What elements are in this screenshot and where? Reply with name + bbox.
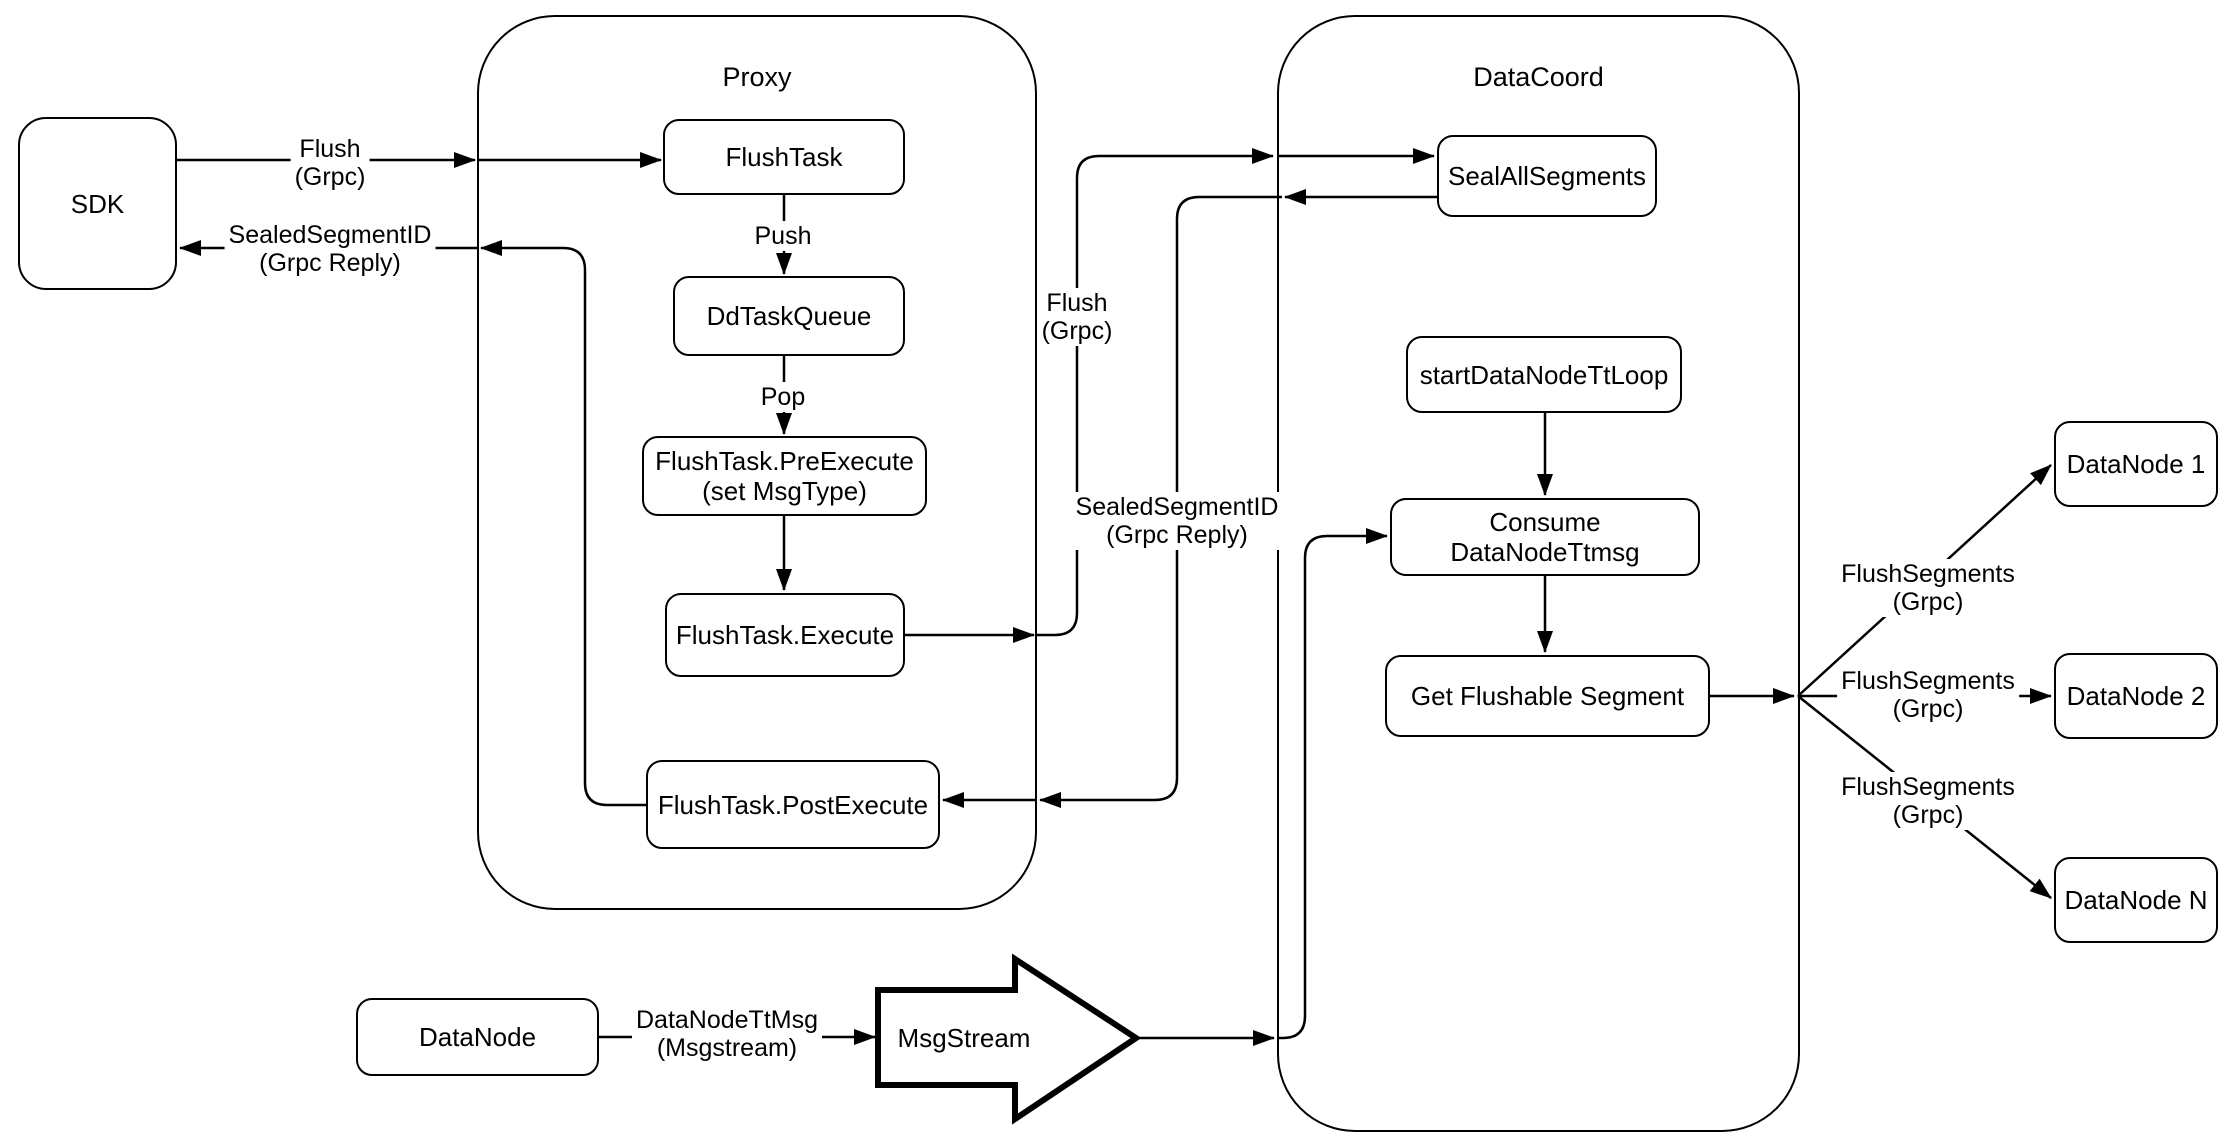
node-datanode-1: DataNode 1 (2054, 421, 2218, 507)
node-datanode-n: DataNode N (2054, 857, 2218, 943)
node-postexecute-label: FlushTask.PostExecute (657, 789, 929, 820)
label-flushsegments-1-line2: (Grpc) (1892, 588, 1964, 616)
label-push-text: Push (754, 222, 812, 250)
label-sealedsegmentid-sdk: SealedSegmentID (Grpc Reply) (224, 220, 436, 278)
label-flushsegments-2: FlushSegments (Grpc) (1837, 666, 2019, 724)
label-datanodettmsg: DataNodeTtMsg (Msgstream) (631, 1005, 823, 1063)
node-flushtask-label: FlushTask (725, 142, 843, 172)
label-flush-grpc-sdk-line2: (Grpc) (294, 163, 366, 191)
node-execute: FlushTask.Execute (665, 593, 905, 677)
node-preexecute-label-line2: (set MsgType) (702, 476, 867, 506)
node-ddtaskqueue-label: DdTaskQueue (706, 301, 872, 331)
label-push: Push (750, 221, 816, 251)
label-flush-grpc-sdk: Flush (Grpc) (290, 134, 370, 192)
label-flush-grpc-mid-line1: Flush (1046, 289, 1108, 317)
node-datanode: DataNode (356, 998, 599, 1076)
label-pop-text: Pop (760, 383, 806, 411)
label-datanodettmsg-line2: (Msgstream) (656, 1034, 798, 1062)
node-datanode-n-label: DataNode N (2064, 885, 2208, 915)
node-datanode-2-label: DataNode 2 (2066, 681, 2206, 711)
node-startdatanodettloop-label: startDataNodeTtLoop (1419, 359, 1669, 390)
proxy-container-title: Proxy (722, 62, 792, 92)
label-flushsegments-3-line2: (Grpc) (1892, 801, 1964, 829)
label-flush-grpc-mid: Flush (Grpc) (1037, 288, 1117, 346)
label-flushsegments-2-line2: (Grpc) (1892, 695, 1964, 723)
node-sdk-label: SDK (70, 188, 125, 219)
node-datanode-2: DataNode 2 (2054, 653, 2218, 739)
node-sdk: SDK (18, 117, 177, 290)
edge-msgstream-up-line (1277, 528, 1388, 1040)
node-startdatanodettloop: startDataNodeTtLoop (1406, 336, 1682, 413)
label-sealedsegmentid-mid: SealedSegmentID (Grpc Reply) (1071, 492, 1283, 550)
label-datanodettmsg-line1: DataNodeTtMsg (635, 1006, 819, 1034)
edge-postexecute-to-proxy-edge (480, 240, 646, 807)
label-flushsegments-1: FlushSegments (Grpc) (1837, 559, 2019, 617)
node-consumedatanodettmsg-label: Consume DataNodeTtmsg (1450, 507, 1640, 567)
node-flushtask: FlushTask (663, 119, 905, 195)
label-sealedsegmentid-mid-line2: (Grpc Reply) (1106, 521, 1248, 549)
label-sealedsegmentid-mid-line1: SealedSegmentID (1075, 493, 1279, 521)
label-pop: Pop (756, 382, 810, 412)
node-ddtaskqueue: DdTaskQueue (673, 276, 905, 356)
node-preexecute-label-line1: FlushTask.PreExecute (655, 446, 914, 476)
label-flushsegments-2-line1: FlushSegments (1841, 667, 2015, 695)
node-sealallsegments: SealAllSegments (1437, 135, 1657, 217)
node-getflushablesegment-label: Get Flushable Segment (1410, 681, 1685, 711)
node-datanode-1-label: DataNode 1 (2066, 449, 2206, 479)
node-msgstream-label-box: MsgStream (884, 995, 1044, 1081)
node-msgstream-label: MsgStream (897, 1022, 1031, 1053)
edge-flush-up-line (1037, 148, 1274, 637)
label-flushsegments-3-line1: FlushSegments (1841, 773, 2015, 801)
node-sealallsegments-label: SealAllSegments (1448, 161, 1646, 191)
node-postexecute: FlushTask.PostExecute (646, 760, 940, 849)
label-flushsegments-3: FlushSegments (Grpc) (1837, 772, 2019, 830)
label-flush-grpc-sdk-line1: Flush (299, 135, 361, 163)
datacoord-container-title: DataCoord (1473, 62, 1604, 92)
label-flush-grpc-mid-line2: (Grpc) (1041, 317, 1113, 345)
node-datanode-label: DataNode (418, 1022, 537, 1052)
datacoord-container (1277, 15, 1800, 1132)
msgstream-arrow-shape (875, 953, 1142, 1125)
label-sealedsegmentid-sdk-line1: SealedSegmentID (228, 221, 432, 249)
node-consumedatanodettmsg: Consume DataNodeTtmsg (1390, 498, 1700, 576)
label-flushsegments-1-line1: FlushSegments (1841, 560, 2015, 588)
node-preexecute: FlushTask.PreExecute (set MsgType) (642, 436, 927, 516)
proxy-container (477, 15, 1037, 910)
node-getflushablesegment: Get Flushable Segment (1385, 655, 1710, 737)
label-sealedsegmentid-sdk-line2: (Grpc Reply) (259, 249, 401, 277)
node-execute-label: FlushTask.Execute (675, 620, 895, 650)
